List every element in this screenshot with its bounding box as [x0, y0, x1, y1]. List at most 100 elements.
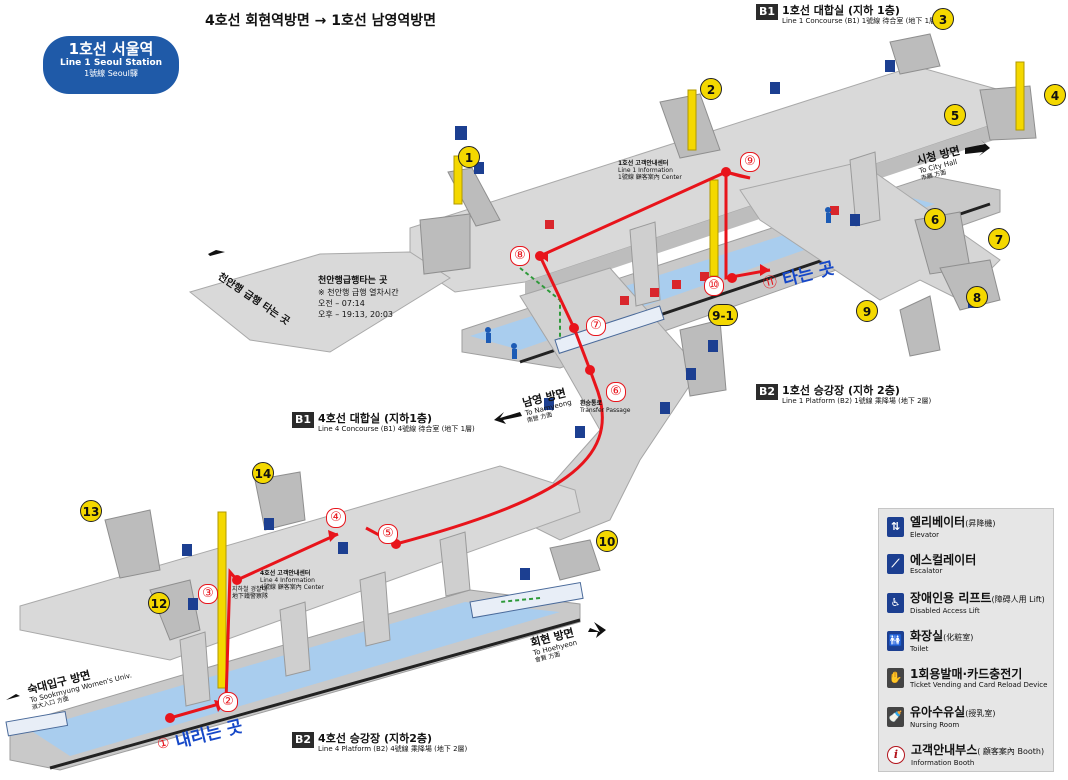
info-center-ko: 1호선 고객안내센터: [618, 160, 669, 167]
legend-label-ko: 유아수유실: [910, 705, 966, 719]
alight-step-number: ①: [155, 734, 172, 753]
elevator-shaft: [709, 179, 719, 277]
legend-row-info-booth: i 고객안내부스( 顧客案內 Booth)Information Booth: [887, 743, 1044, 767]
facility-icons: [182, 60, 978, 610]
pillars: [179, 151, 881, 707]
route-step-6: ⑥: [606, 382, 626, 402]
exit-badge-3: 3: [932, 8, 954, 30]
legend-label-cn: (障碍人用 Lift): [991, 595, 1045, 604]
route-step-8: ⑧: [510, 246, 530, 266]
line1-train: [554, 305, 665, 354]
level-title: 4호선 승강장 (지하2층): [318, 732, 433, 745]
level-title: 4호선 대합실 (지하1층): [318, 412, 433, 425]
exit-badge-1: 1: [458, 146, 480, 168]
exit-badge-10: 10: [596, 530, 618, 552]
legend-row-elevator: ⇅ 엘리베이터(昇降機) Elevator: [887, 515, 995, 539]
cheonan-express-walkway: [188, 251, 451, 353]
exit-badge-6: 6: [924, 208, 946, 230]
line4-platform-floor: [30, 602, 560, 756]
legend-label-ko: 화장실: [910, 629, 944, 643]
level-title: 1호선 대합실 (지하 1층): [782, 4, 900, 17]
legend-label-en: Disabled Access Lift: [910, 607, 980, 615]
line4-train: [469, 581, 584, 619]
exit-pole: [687, 89, 697, 151]
exit-badge-5: 5: [944, 104, 966, 126]
info-booth-icon: i: [887, 746, 905, 764]
info-center-en: Line 1 Information: [618, 167, 673, 174]
transfer-passage-label: 환승통로 Transfer Passage: [580, 400, 631, 414]
route-step-4: ④: [326, 508, 346, 528]
route-title: 4호선 회현역방면 → 1호선 남영역방면: [205, 13, 437, 29]
exit-badge-13: 13: [80, 500, 102, 522]
ticket-machine-icons: [545, 206, 839, 305]
route-step-10: ⑩: [704, 276, 724, 296]
elevator-shaft: [217, 511, 227, 689]
line4-track: [49, 618, 581, 770]
ticket-machine-icon: ✋: [887, 668, 904, 688]
exit-badge-9: 9: [856, 300, 878, 322]
legend-label-en: Elevator: [910, 531, 940, 539]
route-step-2: ②: [218, 692, 238, 712]
route-step-7: ⑦: [586, 316, 606, 336]
exit-badge-7: 7: [988, 228, 1010, 250]
line4-info-center: 4호선 고객안내센터 Line 4 Information 4號線 顧客案內 C…: [260, 570, 324, 591]
passenger-icons: [485, 207, 831, 359]
legend-label-cn: ( 顧客案內 Booth): [977, 747, 1045, 756]
info-center-cn: 1號線 顧客案內 Center: [618, 174, 682, 181]
line4-train-left: [5, 711, 69, 737]
schedule-title: 천안행급행타는 곳: [318, 276, 388, 286]
legend-label-en: Escalator: [910, 567, 943, 575]
transfer-en: Transfer Passage: [580, 407, 631, 414]
legend-label-cn: (化粧室): [943, 633, 974, 642]
transfer-ko: 환승통로: [580, 400, 603, 407]
wheelchair-lift-icon: ♿: [887, 593, 904, 613]
station-name-en: Line 1 Seoul Station: [59, 58, 163, 68]
level-tag: B1: [756, 4, 779, 20]
exit-badge-4: 4: [1044, 84, 1066, 106]
level-label-line4-platform: B2 4호선 승강장 (지하2층) Line 4 Platform (B2) 4…: [292, 732, 467, 754]
legend-label-ko: 엘리베이터: [910, 515, 966, 529]
legend-row-wheelchair-lift: ♿ 장애인용 리프트(障碍人用 Lift) Disabled Access Lift: [887, 591, 1045, 615]
legend-label-ko: 에스컬레이터: [910, 553, 977, 567]
schedule-morning: 오전 – 07:14: [318, 299, 365, 308]
legend-label-ko: 1회용발매·카드충전기: [910, 667, 1023, 681]
station-name-ko: 1호선 서울역: [68, 40, 154, 58]
info-center-cn: 4號線 顧客案內 Center: [260, 584, 324, 591]
legend-label-en: Nursing Room: [910, 721, 960, 729]
info-center-en: Line 4 Information: [260, 577, 315, 584]
station-name-badge: 1호선 서울역 Line 1 Seoul Station 1號線 Seoul驛: [43, 36, 179, 94]
level-tag: B1: [292, 412, 315, 428]
elevator-icon: ⇅: [887, 517, 904, 537]
escalator-icon: ⟋: [887, 554, 904, 574]
legend-label-cn: (昇降機): [965, 519, 996, 528]
exit-badge-9-1: 9-1: [708, 304, 738, 326]
level-subtitle: Line 1 Platform (B2) 1號線 乘降場 (地下 2層): [782, 397, 932, 405]
legend-label-en: Information Booth: [911, 759, 975, 767]
level-subtitle: Line 4 Concourse (B1) 4號線 待合室 (地下 1層): [318, 425, 475, 433]
level-subtitle: Line 4 Platform (B2) 4號線 乘降場 (地下 2層): [318, 745, 468, 753]
route-step-5: ⑤: [378, 524, 398, 544]
route-step-9: ⑨: [740, 152, 760, 172]
legend-label-en: Ticket Vending and Card Reload Device: [910, 681, 1048, 689]
subway-police: 지하철 경찰대 地下鐵警察隊: [232, 586, 268, 600]
toilet-icon: 🚻: [887, 631, 904, 651]
level-label-line4-concourse: B1 4호선 대합실 (지하1층) Line 4 Concourse (B1) …: [292, 412, 475, 434]
police-ko: 지하철 경찰대: [232, 586, 268, 593]
schedule-note: ※ 천안행 급행 열차시간: [318, 288, 399, 297]
police-cn: 地下鐵警察隊: [232, 593, 269, 600]
line1-info-center: 1호선 고객안내센터 Line 1 Information 1號線 顧客案內 C…: [618, 160, 682, 181]
legend-label-ko: 고객안내부스: [911, 743, 978, 757]
exit-badge-8: 8: [966, 286, 988, 308]
info-center-ko: 4호선 고객안내센터: [260, 570, 311, 577]
legend-label-ko: 장애인용 리프트: [910, 591, 992, 605]
schedule-afternoon: 오후 – 19:13, 20:03: [318, 310, 394, 319]
nursing-room-icon: 🍼: [887, 707, 904, 727]
station-name-cn: 1號線 Seoul驛: [84, 69, 138, 78]
exit-badge-14: 14: [252, 462, 274, 484]
level-title: 1호선 승강장 (지하 2층): [782, 384, 900, 397]
legend-row-toilet: 🚻화장실(化粧室)Toilet: [887, 629, 973, 653]
level-label-line1-platform: B2 1호선 승강장 (지하 2층) Line 1 Platform (B2) …: [756, 384, 931, 406]
